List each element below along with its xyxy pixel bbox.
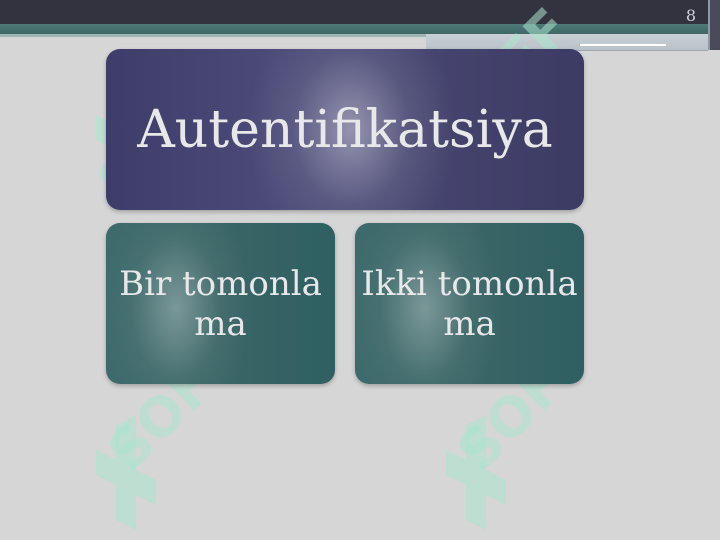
soff-logo-icon (446, 415, 506, 530)
page-number: 8 (685, 6, 696, 25)
card-bir-tomonlama: Bir tomonlama (106, 223, 335, 384)
main-card-title: Autentifikatsiya (137, 99, 553, 160)
soff-logo-icon (96, 415, 156, 530)
decorative-panel-line (580, 44, 666, 46)
top-accent-stripe (0, 24, 720, 34)
right-rail (708, 0, 720, 50)
main-card: Autentifikatsiya (106, 49, 584, 210)
top-bar (0, 0, 720, 24)
card-label: Bir tomonlama (119, 263, 322, 344)
card-label: Ikki tomonlama (361, 263, 578, 344)
top-accent-line (0, 34, 426, 37)
card-ikki-tomonlama: Ikki tomonlama (355, 223, 584, 384)
